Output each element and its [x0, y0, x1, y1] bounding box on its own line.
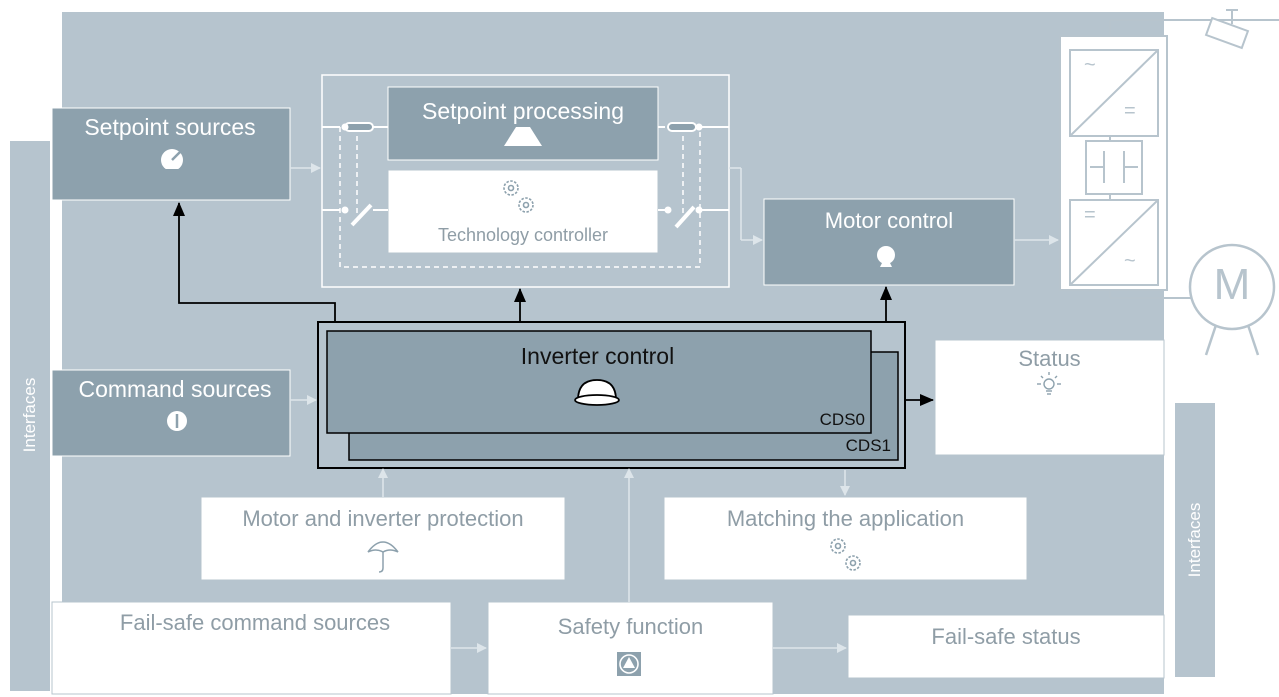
safety-function-label: Safety function: [557, 614, 704, 639]
technology-controller-label: Technology controller: [437, 225, 609, 245]
motor-symbol: [1188, 243, 1276, 356]
power-button-icon: [167, 411, 187, 431]
motor-control-label: Motor control: [824, 208, 954, 233]
gears-icon: [503, 180, 534, 213]
interfaces-strip-right: [1173, 401, 1217, 679]
matching-application-block: [663, 496, 1028, 581]
setpoint-processing-label: Setpoint processing: [421, 98, 624, 124]
setpoint-sources-label: Setpoint sources: [84, 114, 256, 140]
motor-letter: M: [1213, 260, 1251, 309]
inverter-control-frame: [317, 321, 906, 469]
switch-icon-right: [658, 122, 729, 229]
motor-inverter-protection-label: Motor and inverter protection: [242, 506, 524, 531]
switch-icon: [322, 122, 388, 227]
cds1-label: CDS1: [845, 436, 891, 455]
light-arrows: [290, 163, 1059, 653]
encoder-icon: [1204, 9, 1250, 50]
command-sources-label: Command sources: [78, 376, 272, 402]
trapezoid-ramp-icon: [504, 127, 542, 146]
inverter-control-label: Inverter control: [520, 343, 675, 369]
status-label: Status: [1018, 346, 1081, 371]
interfaces-left-label: Interfaces: [20, 377, 39, 453]
motor-control-block: [763, 198, 1015, 286]
ac-symbol-bottom: ~: [1124, 250, 1136, 272]
fail-safe-status-label: Fail-safe status: [931, 624, 1081, 649]
safety-function-block: [487, 601, 774, 695]
dc-symbol-top: =: [1124, 100, 1136, 122]
inverter-control-icon: [574, 379, 620, 406]
converter-unit: [1059, 19, 1279, 299]
cds0-label: CDS0: [819, 410, 865, 429]
fail-safe-status-block: [847, 614, 1165, 679]
lightbulb-icon: [1037, 372, 1061, 395]
dashed-bypass-right: [356, 127, 684, 215]
dark-arrows: [173, 202, 934, 406]
ac-symbol-top: ~: [1084, 54, 1096, 76]
setpoint-processing-block: [387, 86, 659, 161]
status-block: [934, 339, 1165, 456]
fail-safe-command-sources-block: [51, 601, 452, 695]
dashed-bypass: [339, 127, 701, 268]
interfaces-right-label: Interfaces: [1185, 502, 1204, 578]
setpoint-channel-frame: [321, 74, 730, 288]
safety-triangle-icon: [617, 652, 641, 676]
dc-symbol-bottom: =: [1084, 204, 1096, 226]
gauge-icon: [161, 149, 183, 171]
matching-application-label: Matching the application: [726, 506, 965, 531]
gears-icon-2: [830, 538, 861, 571]
umbrella-icon: [367, 541, 399, 573]
interfaces-strip-left: [8, 139, 52, 693]
fail-safe-command-sources-label: Fail-safe command sources: [119, 610, 391, 635]
motor-m-icon: [877, 246, 895, 267]
